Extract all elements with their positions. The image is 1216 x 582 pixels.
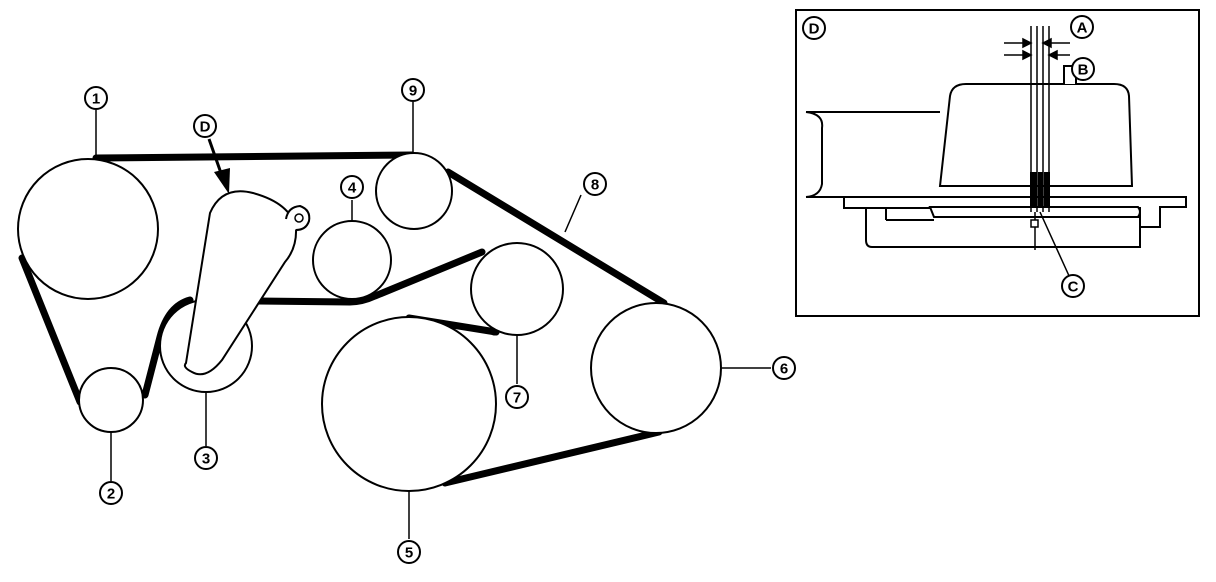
svg-text:D: D <box>200 119 211 136</box>
pulley-7 <box>470 242 564 336</box>
pulley-1 <box>17 158 159 300</box>
pulley-2 <box>78 367 144 433</box>
pulley-5 <box>321 316 497 492</box>
svg-text:B: B <box>1078 62 1089 79</box>
leader-lines <box>95 102 771 539</box>
belt-layout: 1 2 3 4 5 6 7 8 <box>17 78 796 564</box>
dimension-arrows <box>1004 37 1071 279</box>
left-bracket <box>805 111 940 198</box>
callout-5: 5 <box>397 540 421 564</box>
callout-7: 7 <box>505 385 529 409</box>
svg-text:8: 8 <box>591 177 599 194</box>
center-mark <box>1030 219 1039 228</box>
pulley-9 <box>375 152 453 230</box>
svg-text:5: 5 <box>405 545 413 562</box>
callout-6: 6 <box>772 356 796 380</box>
svg-text:3: 3 <box>202 451 210 468</box>
svg-text:D: D <box>809 21 820 38</box>
callout-3: 3 <box>194 446 218 470</box>
svg-text:4: 4 <box>348 180 357 197</box>
inset-label: D <box>802 16 826 40</box>
mark-b: B <box>1071 57 1095 81</box>
svg-text:9: 9 <box>409 83 417 100</box>
callout-detail-d: D <box>193 114 217 138</box>
mark-a: A <box>1070 15 1094 39</box>
callout-2: 2 <box>99 481 123 505</box>
svg-text:1: 1 <box>92 91 100 108</box>
detail-arrow <box>207 138 230 194</box>
pulley-6 <box>590 302 722 434</box>
pulley-4 <box>312 220 392 300</box>
callout-4: 4 <box>340 175 364 199</box>
belt-ribs <box>1030 172 1050 206</box>
callout-1: 1 <box>84 86 108 110</box>
tensioner-arm <box>183 190 311 376</box>
svg-text:6: 6 <box>780 361 788 378</box>
svg-text:C: C <box>1068 279 1079 296</box>
svg-text:2: 2 <box>107 486 115 503</box>
pulley-cross-section <box>843 83 1187 248</box>
callout-9: 9 <box>401 78 425 102</box>
callout-8: 8 <box>583 172 607 196</box>
detail-inset: D <box>795 9 1200 317</box>
svg-text:A: A <box>1077 20 1088 37</box>
svg-text:7: 7 <box>513 390 521 407</box>
mark-c: C <box>1061 274 1085 298</box>
